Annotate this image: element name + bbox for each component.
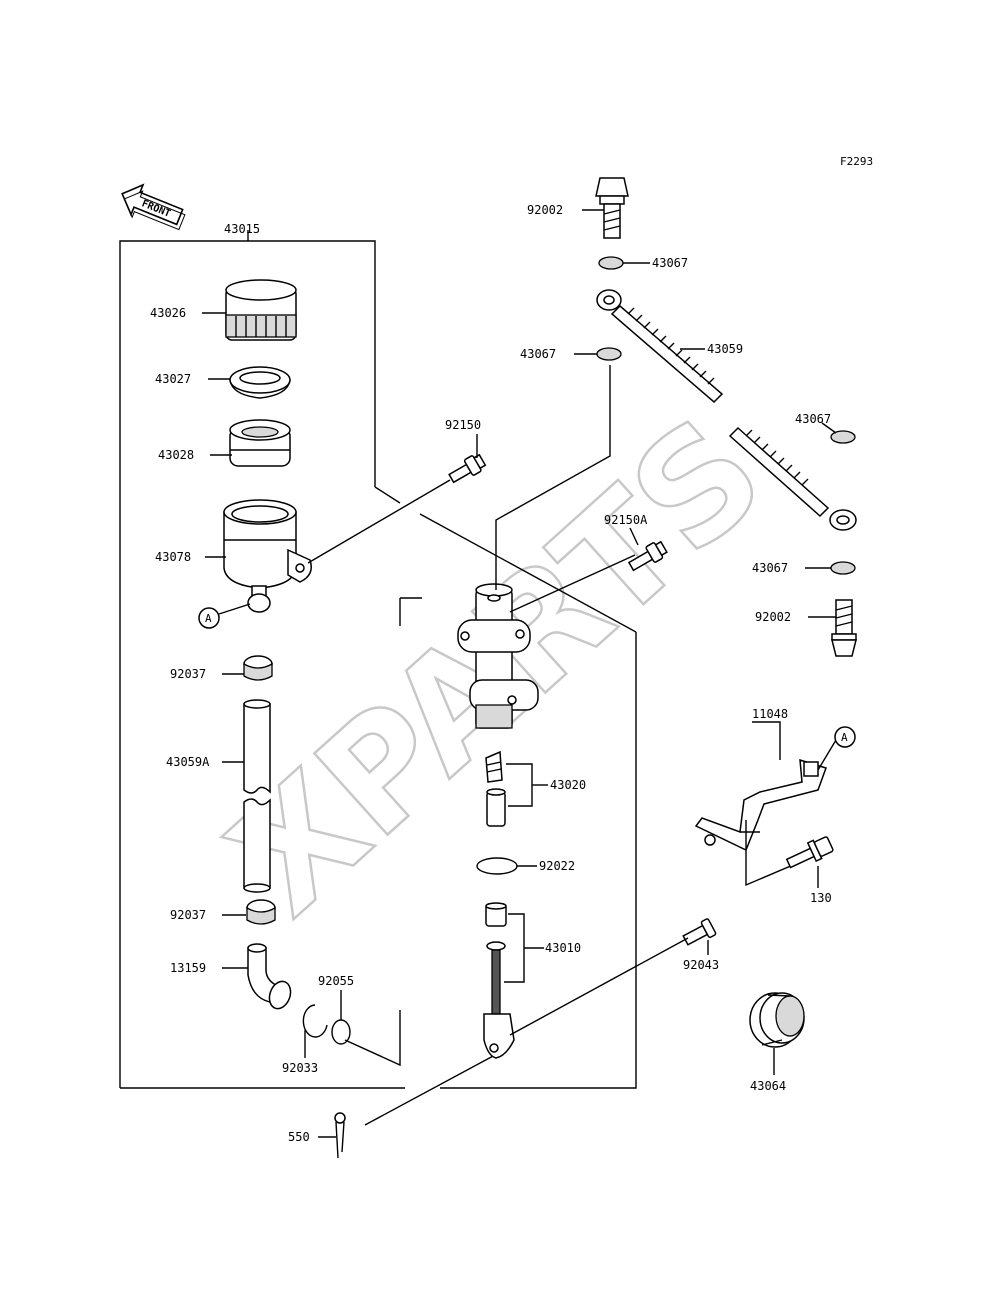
label-43078: 43078 [155,550,191,564]
label-43064: 43064 [750,1079,786,1093]
reference-marker-a-left-label: A [205,612,212,625]
part-43078-reservoir [223,499,312,613]
part-43026-cap [225,279,297,341]
label-43015: 43015 [224,222,260,236]
label-43027: 43027 [155,372,191,386]
part-92037-clamp-upper [243,655,273,681]
label-550: 550 [288,1130,310,1144]
part-43028-diaphragm [229,419,291,467]
part-92055-oring [331,1019,351,1045]
part-92150A-bolt [627,540,668,572]
front-arrow-icon: FRONT [121,183,186,231]
label-92055: 92055 [318,974,354,988]
part-550-cotter-pin [334,1112,346,1159]
part-92002-banjo-bolt-top [595,177,629,239]
label-43020: 43020 [550,778,586,792]
part-43064-grommet [749,992,805,1048]
part-92022-circlip [476,857,518,875]
label-92150: 92150 [445,418,481,432]
label-43067-d: 43067 [752,561,788,575]
part-43067-washer-a [598,256,624,270]
reference-marker-a-left [198,607,220,629]
label-92043: 92043 [683,958,719,972]
part-43067-washer-b [596,347,622,361]
part-43059A-hose [243,699,271,893]
part-92033-circlip [302,1004,328,1038]
label-43026: 43026 [150,306,186,320]
figure-code: F2293 [840,155,873,168]
label-92002-top: 92002 [527,203,563,217]
part-92002-banjo-bolt-bottom [831,599,857,657]
part-92150-bolt [448,453,487,484]
label-43067-c: 43067 [795,412,831,426]
label-43067-b: 43067 [520,347,556,361]
label-43028: 43028 [158,448,194,462]
part-13159-elbow [247,943,292,1010]
label-11048: 11048 [752,707,788,721]
label-92022: 92022 [539,859,575,873]
part-11048-bracket [694,758,827,852]
part-92037-clamp-lower [246,899,276,925]
label-92037-upper: 92037 [170,667,206,681]
group-box-outline [344,513,637,1089]
label-92150A: 92150A [604,513,648,527]
reference-marker-a-right [834,726,856,748]
part-43027-plate [229,366,291,399]
part-130-bolt [785,836,834,869]
group-43015-outline [119,230,405,1089]
part-43059-brake-hose [596,289,857,531]
part-master-cylinder-body [457,583,539,729]
label-43010: 43010 [545,941,581,955]
part-43067-washer-c [830,430,856,444]
part-92043-pin [682,918,717,946]
label-13159: 13159 [170,961,206,975]
part-43010-pushrod [483,902,515,1059]
label-92033: 92033 [282,1061,318,1075]
label-43067-a: 43067 [652,256,688,270]
part-43067-washer-d [830,561,856,575]
label-43059A: 43059A [166,755,210,769]
label-92002-bottom: 92002 [755,610,791,624]
reference-marker-a-right-label: A [841,731,848,744]
label-43059: 43059 [707,342,743,356]
label-92037-lower: 92037 [170,908,206,922]
part-43020-cups [485,750,506,827]
label-130: 130 [810,891,832,905]
